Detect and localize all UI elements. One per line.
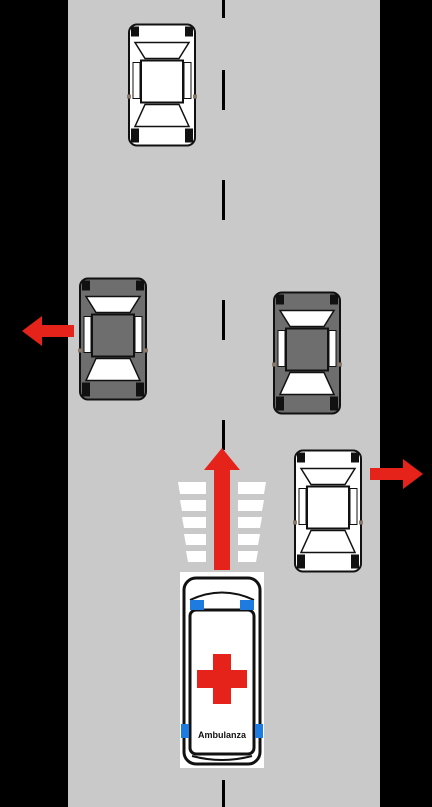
left-shoulder: [0, 0, 68, 807]
siren-light-right: [240, 600, 254, 610]
right-shoulder: [380, 0, 432, 807]
rear-light-left: [181, 724, 189, 738]
ambulance: Ambulanza: [180, 572, 264, 768]
rear-light-right: [255, 724, 263, 738]
car-left: [72, 279, 154, 400]
car-right-middle: [266, 293, 348, 414]
siren-light-left: [190, 600, 204, 610]
car-right-lower: [287, 451, 369, 572]
ambulance-label: Ambulanza: [198, 730, 247, 740]
car-top: [121, 25, 203, 146]
